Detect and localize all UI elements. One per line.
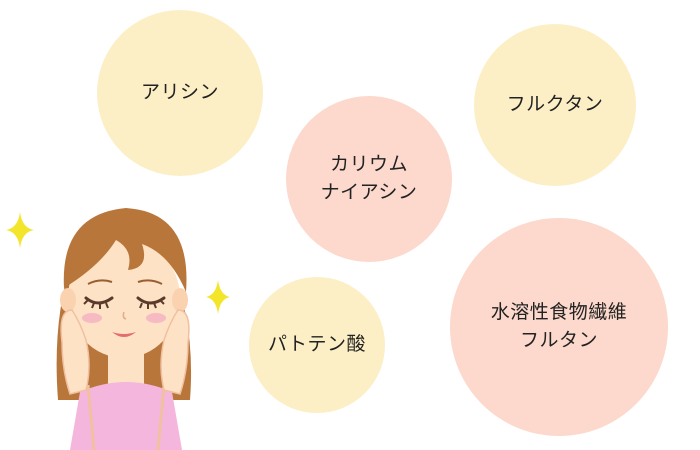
bubble-label: パトテン酸: [267, 333, 367, 356]
nutrient-bubble-fructan: フルクタン: [474, 24, 636, 186]
bubble-label: フルクタン: [506, 93, 604, 116]
nutrient-bubble-soluble-fiber: 水溶性食物繊維 フルタン: [450, 218, 668, 436]
nutrient-bubble-potassium-niacin: カリウム ナイアシン: [286, 96, 452, 262]
bubble-label: フルタン: [519, 329, 598, 351]
bubble-label: ナイアシン: [320, 181, 418, 203]
nutrient-bubble-allicin: アリシン: [97, 10, 263, 176]
bubble-label: カリウム: [329, 153, 408, 176]
bubble-label: アリシン: [140, 81, 219, 104]
sparkle-icon: [206, 280, 230, 314]
bubble-label: 水溶性食物繊維: [490, 301, 628, 324]
nutrient-bubble-pantothenic-acid: パトテン酸: [249, 277, 385, 413]
sparkle-icon: [6, 212, 34, 248]
woman-illustration: [6, 208, 230, 450]
